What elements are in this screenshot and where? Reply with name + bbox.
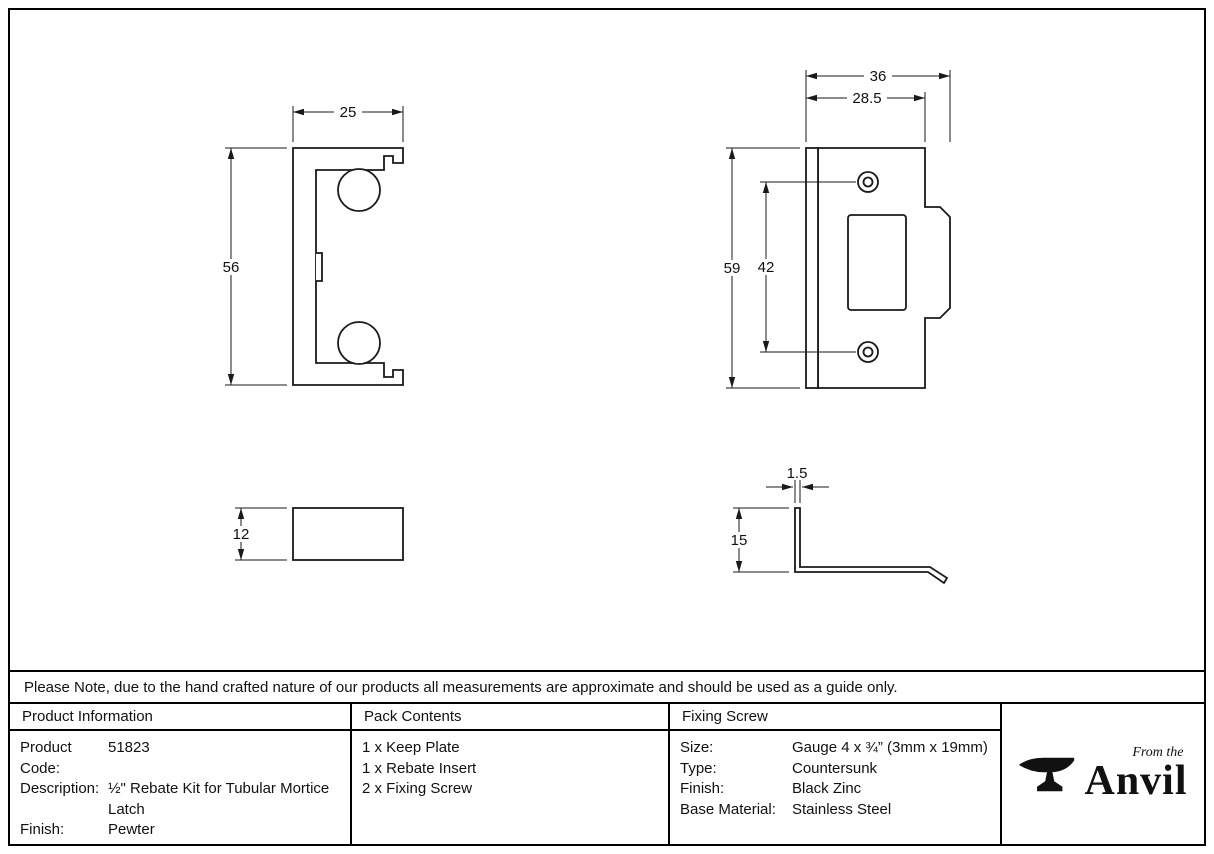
brand-logo-text: From the Anvil: [1084, 745, 1188, 804]
finish-value: Pewter: [108, 821, 155, 838]
product-information-column: Product Information Product Code: 51823 …: [10, 704, 350, 844]
product-code-row: Product Code: 51823: [10, 738, 350, 779]
product-information-header: Product Information: [10, 704, 350, 731]
finish-label: Finish:: [20, 821, 65, 838]
rebate-insert-profile: [292, 147, 404, 386]
screw-base-material-label: Base Material:: [680, 800, 776, 818]
pack-contents-header: Pack Contents: [352, 704, 668, 731]
screw-base-material-value: Stainless Steel: [792, 800, 892, 818]
disclaimer-note: Please Note, due to the hand crafted nat…: [24, 678, 898, 696]
description-label: Description:: [20, 780, 100, 797]
screw-size-row: Size: Gauge 4 x ¾” (3mm x 19mm): [670, 738, 1000, 759]
pack-item-rebate-insert: 1 x Rebate Insert: [362, 759, 477, 777]
screw-base-material-row: Base Material: Stainless Steel: [670, 800, 1000, 821]
screw-size-label: Size:: [680, 739, 714, 756]
keep-plate-lip: [805, 147, 819, 389]
screw-hole-bottom-inner: [862, 346, 874, 358]
dim-insert-thickness: 12: [233, 526, 250, 543]
logo-brand: Anvil: [1084, 758, 1188, 804]
dim-plate-inner-width: 28.5: [852, 90, 881, 107]
insert-bottom-lobe: [337, 321, 381, 365]
dim-angle-thickness: 1.5: [787, 465, 808, 482]
dim-insert-width: 25: [340, 104, 357, 121]
screw-type-value: Countersunk: [792, 759, 878, 777]
technical-drawing-area: 25 56 36 28.5 59 42 12 1.5 15: [10, 10, 1204, 670]
insert-side-view: [292, 507, 404, 561]
description-value: ½" Rebate Kit for Tubular Mortice Latch: [108, 780, 330, 818]
fixing-screw-column: Fixing Screw Size: Gauge 4 x ¾” (3mm x 1…: [668, 704, 1000, 844]
dim-hole-spacing: 42: [758, 259, 775, 276]
part-outlines: [292, 147, 951, 585]
screw-hole-top-inner: [862, 176, 874, 188]
finish-row: Finish: Pewter: [10, 820, 350, 841]
document-frame: 25 56 36 28.5 59 42 12 1.5 15 Please Not…: [8, 8, 1206, 846]
anvil-icon: [1019, 757, 1075, 792]
pack-item-keep-plate: 1 x Keep Plate: [362, 739, 460, 756]
screw-type-row: Type: Countersunk: [670, 759, 1000, 780]
product-code-value: 51823: [108, 739, 150, 756]
screw-finish-row: Finish: Black Zinc: [670, 779, 1000, 800]
dimension-labels: 25 56 36 28.5 59 42 12 1.5 15: [217, 68, 892, 549]
keep-plate-cutout: [847, 214, 907, 311]
logo-tagline: From the: [1132, 745, 1184, 760]
product-code-label: Product Code:: [20, 739, 72, 777]
dim-plate-outer-width: 36: [870, 68, 887, 85]
screw-type-label: Type:: [680, 759, 717, 777]
insert-top-lobe: [337, 168, 381, 212]
technical-drawings: 25 56 36 28.5 59 42 12 1.5 15: [217, 68, 951, 585]
angle-side-view: [794, 507, 949, 585]
pack-item-fixing-screw: 2 x Fixing Screw: [362, 780, 473, 797]
fixing-screw-header: Fixing Screw: [670, 704, 1000, 731]
spec-table: Product Information Product Code: 51823 …: [10, 702, 1204, 844]
description-row: Description: ½" Rebate Kit for Tubular M…: [10, 779, 350, 820]
pack-contents-column: Pack Contents 1 x Keep Plate 1 x Rebate …: [350, 704, 668, 844]
screw-finish-value: Black Zinc: [792, 780, 862, 797]
insert-side-notch: [316, 252, 323, 282]
screw-size-value: Gauge 4 x ¾” (3mm x 19mm): [792, 739, 988, 756]
brand-logo-cell: From the Anvil: [1000, 704, 1204, 844]
dim-angle-height: 15: [731, 532, 748, 549]
dim-plate-height: 59: [724, 260, 741, 277]
note-bar: Please Note, due to the hand crafted nat…: [10, 670, 1204, 702]
screw-finish-label: Finish:: [680, 780, 725, 797]
dim-insert-height: 56: [223, 259, 240, 276]
dimension-lines: [225, 70, 951, 573]
